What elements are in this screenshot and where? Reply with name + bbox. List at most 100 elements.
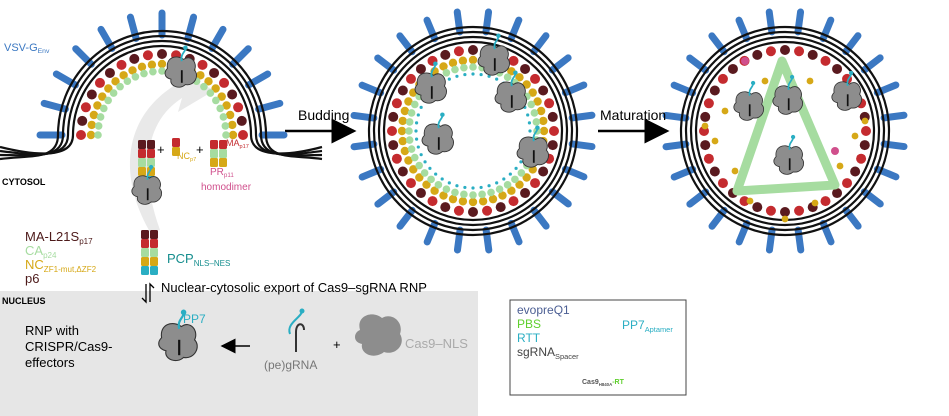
ma-domain [544,98,555,109]
ma-domain [709,85,720,96]
ca-domain [434,181,443,189]
nc-domain [422,180,431,189]
homodimer-label: homodimer [201,182,252,193]
ca-domain [219,113,228,121]
cas9-rnp-icon [477,33,510,76]
cas9-rnp-icon [164,45,197,88]
nc-particle [721,107,729,115]
ma-domain [530,178,541,189]
pcp-dot [526,113,530,117]
nc-domain [98,92,107,101]
ma-domain [508,55,519,66]
membrane-line [377,35,569,227]
gag-domain-cy [150,266,158,275]
pegrna-icon [288,308,305,352]
pcp-dot [487,74,491,78]
nc-domain [398,116,407,126]
ca-domain [530,109,539,117]
ca-domain [527,100,536,109]
ma-domain [780,207,790,217]
gag-domain-red [172,138,180,147]
gag-domain-ca [138,158,146,167]
nc-domain [398,136,407,146]
nucleus-label: NUCLEUS [2,296,46,306]
ma-domain [700,111,711,122]
gag-domain-nc [141,257,149,266]
ma-domain [157,49,167,59]
gag-domain-ca [210,149,218,158]
ma-domain [129,53,140,64]
ma-domain [850,166,861,177]
ma-domain [397,85,408,96]
pcp-dot [495,77,499,81]
ma-domain [842,178,853,189]
membrane-line [71,44,253,136]
gag-domain-red [138,149,146,158]
ca-domain [99,104,108,113]
nc-domain [448,194,458,204]
nc-domain [415,173,424,182]
plus-sign-1: + [157,142,165,157]
ca-domain [427,175,435,184]
equilibrium-arrows-icon [141,282,155,304]
cytosol-label: CYTOSOL [2,177,46,187]
ma-domain [468,207,478,217]
ma-domain [116,59,127,70]
nc-particle [851,132,859,140]
nc-domain [397,126,407,136]
immature-particle [350,8,596,254]
pcp-dot [502,177,506,181]
nc-domain [458,56,468,65]
ca-domain [410,100,419,109]
ma-domain [752,202,763,213]
nc-domain [404,156,413,165]
membrane-line [61,34,263,136]
nc-particle [701,122,709,130]
ma-domain [233,102,244,113]
nc-domain [507,186,516,195]
ma-domain [739,196,750,207]
ma-domain [495,202,506,213]
gag-domain-red [150,239,158,248]
gag-domain-cy [141,266,149,275]
gag-domain-ma [138,140,146,149]
ma-domain [236,115,247,126]
ma-domain [700,140,711,151]
nc-domain [488,194,498,204]
nc-domain [222,101,231,110]
ma-pr-molecule [210,140,218,167]
ma-domain [547,111,558,122]
ma-domain [415,63,426,74]
pcp-dot [428,166,432,170]
pegrna-label: (pe)gRNA [264,358,318,372]
pcp-label: PCPNLS–NES [167,251,231,268]
pcp-dot [414,121,419,125]
ma-domain [227,89,238,100]
nc-particle [861,117,869,125]
ma-domain [427,196,438,207]
ca-domain [487,188,495,197]
pcp-dot [447,77,451,81]
ma-domain [538,85,549,96]
ma-domain [104,67,115,78]
budding-shell [0,9,323,161]
cas9-rnp-icon [831,70,863,111]
ma-domain [859,140,870,151]
ma-domain [405,178,416,189]
nc-domain [430,186,439,195]
nc-domain [111,77,120,86]
ma-domain [440,202,451,213]
ma-domain [780,45,790,55]
cas9-rnp-icon [131,164,163,205]
cas9-rnp-icon [421,112,454,155]
pcp-dot [479,72,483,77]
gag-domain-nc [138,167,146,176]
gag-domain-ca [147,158,155,167]
membrane-line [56,29,268,136]
ca-domain [216,104,225,113]
membrane-line [367,25,579,237]
nc-domain [93,101,102,110]
nc-domain [439,191,448,200]
pcp-dot [471,186,475,190]
nc-domain [409,165,418,174]
